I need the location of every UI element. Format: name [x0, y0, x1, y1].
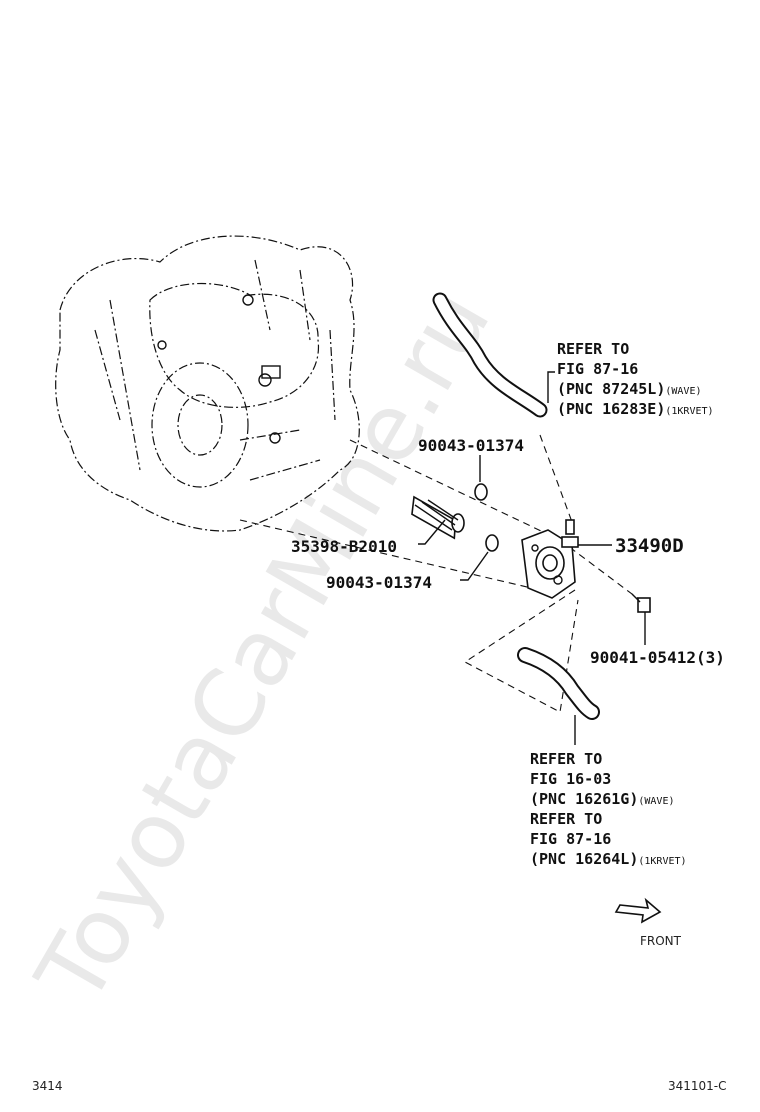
- part-label-gasket-top: 90043-01374: [418, 436, 524, 455]
- lower-ref-line5: FIG 87-16: [530, 830, 611, 848]
- part-label-bolt: 90041-05412(3): [590, 648, 725, 667]
- part-label-gasket-bottom: 90043-01374: [326, 573, 432, 592]
- lower-ref-line1: REFER TO: [530, 750, 602, 768]
- lower-hose: [517, 647, 600, 720]
- lower-ref-line6: (PNC 16264L)(1KRVET): [530, 850, 687, 868]
- upper-ref-line4: (PNC 16283E)(1KRVET): [557, 400, 714, 418]
- bolt-icon: [631, 593, 651, 613]
- front-arrow-icon: [614, 897, 662, 924]
- watermark: ToyotaCarMine.ru: [16, 271, 511, 1021]
- gasket-bottom-icon: [485, 534, 499, 552]
- oil-cooler-icon: [521, 519, 579, 599]
- transmission-illustration: [55, 235, 360, 532]
- footer-left-code: 3414: [32, 1079, 63, 1093]
- assembly-dash-lines: [239, 434, 641, 713]
- leader-lines: [418, 371, 646, 745]
- lower-ref-line3: (PNC 16261G)(WAVE): [530, 790, 675, 808]
- upper-reference-note: REFER TO FIG 87-16 (PNC 87245L)(WAVE) (P…: [557, 340, 714, 418]
- part-label-pipe: 35398-B2010: [291, 537, 397, 556]
- upper-ref-line2: FIG 87-16: [557, 360, 638, 378]
- pipe-icon: [411, 495, 465, 540]
- lower-ref-line2: FIG 16-03: [530, 770, 611, 788]
- footer-right-code: 341101-C: [668, 1079, 727, 1093]
- front-label: FRONT: [640, 934, 682, 948]
- upper-hose: [432, 292, 548, 418]
- lower-reference-note: REFER TO FIG 16-03 (PNC 16261G)(WAVE) RE…: [530, 750, 687, 868]
- gasket-top-icon: [474, 483, 488, 501]
- upper-ref-line1: REFER TO: [557, 340, 629, 358]
- upper-ref-line3: (PNC 87245L)(WAVE): [557, 380, 702, 398]
- part-label-cooler: 33490D: [615, 535, 684, 557]
- lower-ref-line4: REFER TO: [530, 810, 602, 828]
